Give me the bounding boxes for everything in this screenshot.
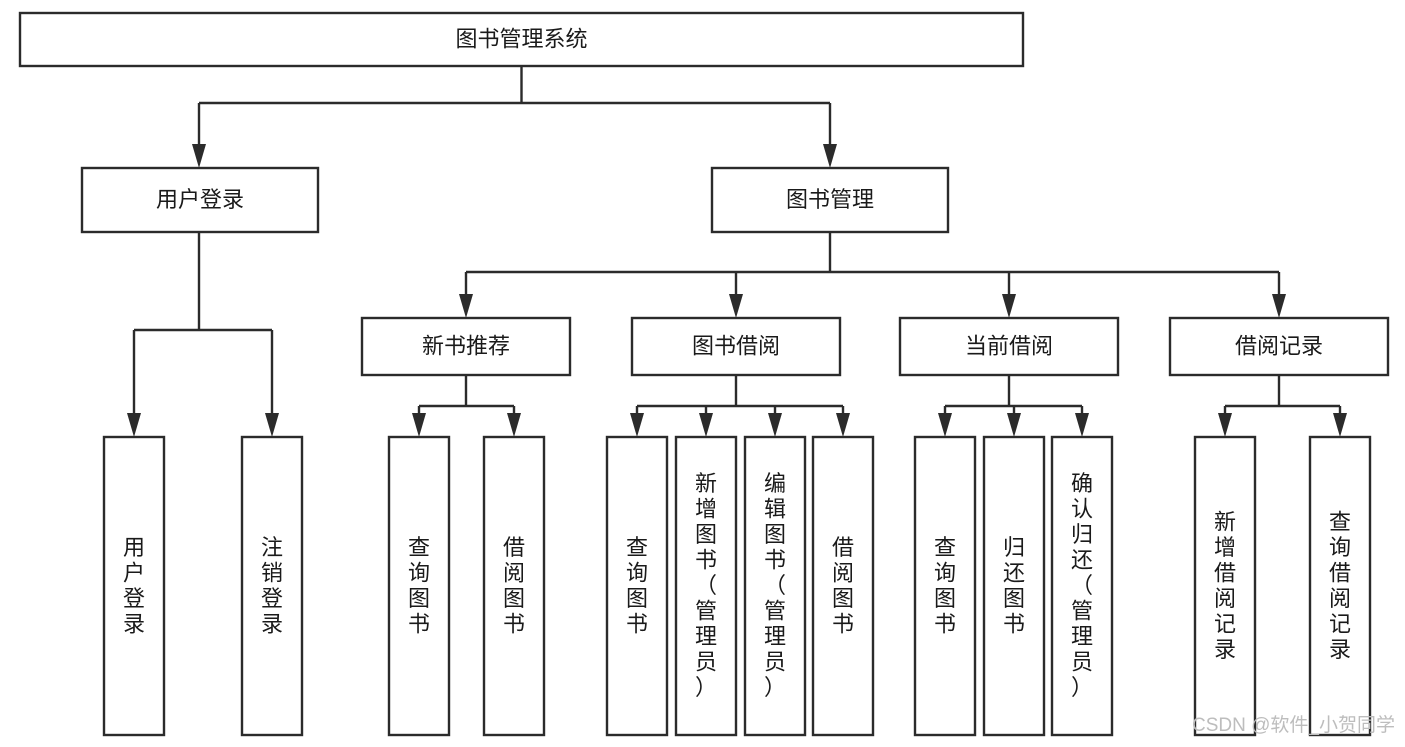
arrow-to-leaf-7 [768, 413, 782, 437]
node-box[interactable] [898, 316, 1120, 377]
arrow-to-leaf-9 [938, 413, 952, 437]
node-label: 查询图书 [626, 535, 648, 637]
node-level3-0[interactable]: 新书推荐 [360, 316, 572, 377]
node-box[interactable] [743, 435, 807, 737]
node-label: 新书推荐 [422, 333, 510, 358]
node-leaf-11[interactable]: 新增借阅记录 [1193, 435, 1257, 737]
node-label: 借阅记录 [1235, 333, 1323, 358]
node-leaf-1[interactable]: 注销登录 [240, 435, 304, 737]
node-label: 图书借阅 [692, 333, 780, 358]
node-root-0[interactable]: 图书管理系统 [18, 11, 1025, 68]
node-label: 查询图书 [934, 535, 956, 637]
node-leaf-5[interactable]: 新增图书（管理员） [674, 435, 738, 737]
node-leaf-8[interactable]: 查询图书 [913, 435, 977, 737]
node-label: 当前借阅 [965, 333, 1053, 358]
node-box[interactable] [360, 316, 572, 377]
arrow-to-leaf-6 [699, 413, 713, 437]
node-box[interactable] [102, 435, 166, 737]
nodes-layer: 图书管理系统用户登录图书管理新书推荐图书借阅当前借阅借阅记录用户登录注销登录查询… [18, 11, 1390, 737]
arrow-to-leaf-1 [127, 413, 141, 437]
node-label: 新增图书（管理员） [695, 471, 717, 700]
node-level2-1[interactable]: 图书管理 [710, 166, 950, 234]
node-box[interactable] [982, 435, 1046, 737]
node-box[interactable] [387, 435, 451, 737]
node-level3-1[interactable]: 图书借阅 [630, 316, 842, 377]
node-label: 查询借阅记录 [1329, 509, 1351, 662]
arrow-to-用户登录 [192, 144, 206, 168]
watermark-layer: CSDN @软件_小贺同学 [1192, 714, 1395, 736]
node-leaf-4[interactable]: 查询图书 [605, 435, 669, 737]
arrow-to-leaf-8 [836, 413, 850, 437]
node-label: 新增借阅记录 [1214, 509, 1236, 662]
csdn-watermark: CSDN @软件_小贺同学 [1192, 714, 1395, 736]
node-box[interactable] [482, 435, 546, 737]
node-box[interactable] [1050, 435, 1114, 737]
node-box[interactable] [913, 435, 977, 737]
node-leaf-3[interactable]: 借阅图书 [482, 435, 546, 737]
arrow-to-当前借阅 [1002, 294, 1016, 318]
node-box[interactable] [674, 435, 738, 737]
arrow-to-leaf-12 [1218, 413, 1232, 437]
node-box[interactable] [1308, 435, 1372, 737]
node-label: 用户登录 [123, 535, 145, 637]
arrowheads-layer [127, 144, 1347, 437]
node-label: 借阅图书 [503, 535, 525, 637]
node-leaf-12[interactable]: 查询借阅记录 [1308, 435, 1372, 737]
node-label: 借阅图书 [832, 535, 854, 637]
arrow-to-leaf-10 [1007, 413, 1021, 437]
node-label: 注销登录 [261, 535, 283, 637]
node-label: 图书管理系统 [455, 26, 587, 51]
node-level3-3[interactable]: 借阅记录 [1168, 316, 1390, 377]
node-box[interactable] [18, 11, 1025, 68]
node-box[interactable] [710, 166, 950, 234]
node-label: 查询图书 [408, 535, 430, 637]
node-box[interactable] [811, 435, 875, 737]
arrow-to-leaf-5 [630, 413, 644, 437]
node-label: 归还图书 [1003, 535, 1025, 637]
node-leaf-10[interactable]: 确认归还（管理员） [1050, 435, 1114, 737]
node-box[interactable] [1168, 316, 1390, 377]
node-box[interactable] [80, 166, 320, 234]
node-leaf-0[interactable]: 用户登录 [102, 435, 166, 737]
node-label: 确认归还（管理员） [1071, 471, 1093, 700]
arrow-to-借阅记录 [1272, 294, 1286, 318]
node-label: 图书管理 [786, 187, 874, 212]
node-box[interactable] [630, 316, 842, 377]
node-label: 用户登录 [156, 187, 244, 212]
node-box[interactable] [240, 435, 304, 737]
node-leaf-7[interactable]: 借阅图书 [811, 435, 875, 737]
arrow-to-图书借阅 [729, 294, 743, 318]
arrow-to-leaf-3 [412, 413, 426, 437]
node-box[interactable] [605, 435, 669, 737]
arrow-to-新书推荐 [459, 294, 473, 318]
arrow-to-leaf-13 [1333, 413, 1347, 437]
node-leaf-6[interactable]: 编辑图书（管理员） [743, 435, 807, 737]
arrow-to-leaf-11 [1075, 413, 1089, 437]
node-level2-0[interactable]: 用户登录 [80, 166, 320, 234]
arrow-to-图书管理 [823, 144, 837, 168]
node-level3-2[interactable]: 当前借阅 [898, 316, 1120, 377]
node-leaf-9[interactable]: 归还图书 [982, 435, 1046, 737]
arrow-to-leaf-2 [265, 413, 279, 437]
node-leaf-2[interactable]: 查询图书 [387, 435, 451, 737]
node-box[interactable] [1193, 435, 1257, 737]
arrow-to-leaf-4 [507, 413, 521, 437]
node-label: 编辑图书（管理员） [764, 471, 786, 700]
